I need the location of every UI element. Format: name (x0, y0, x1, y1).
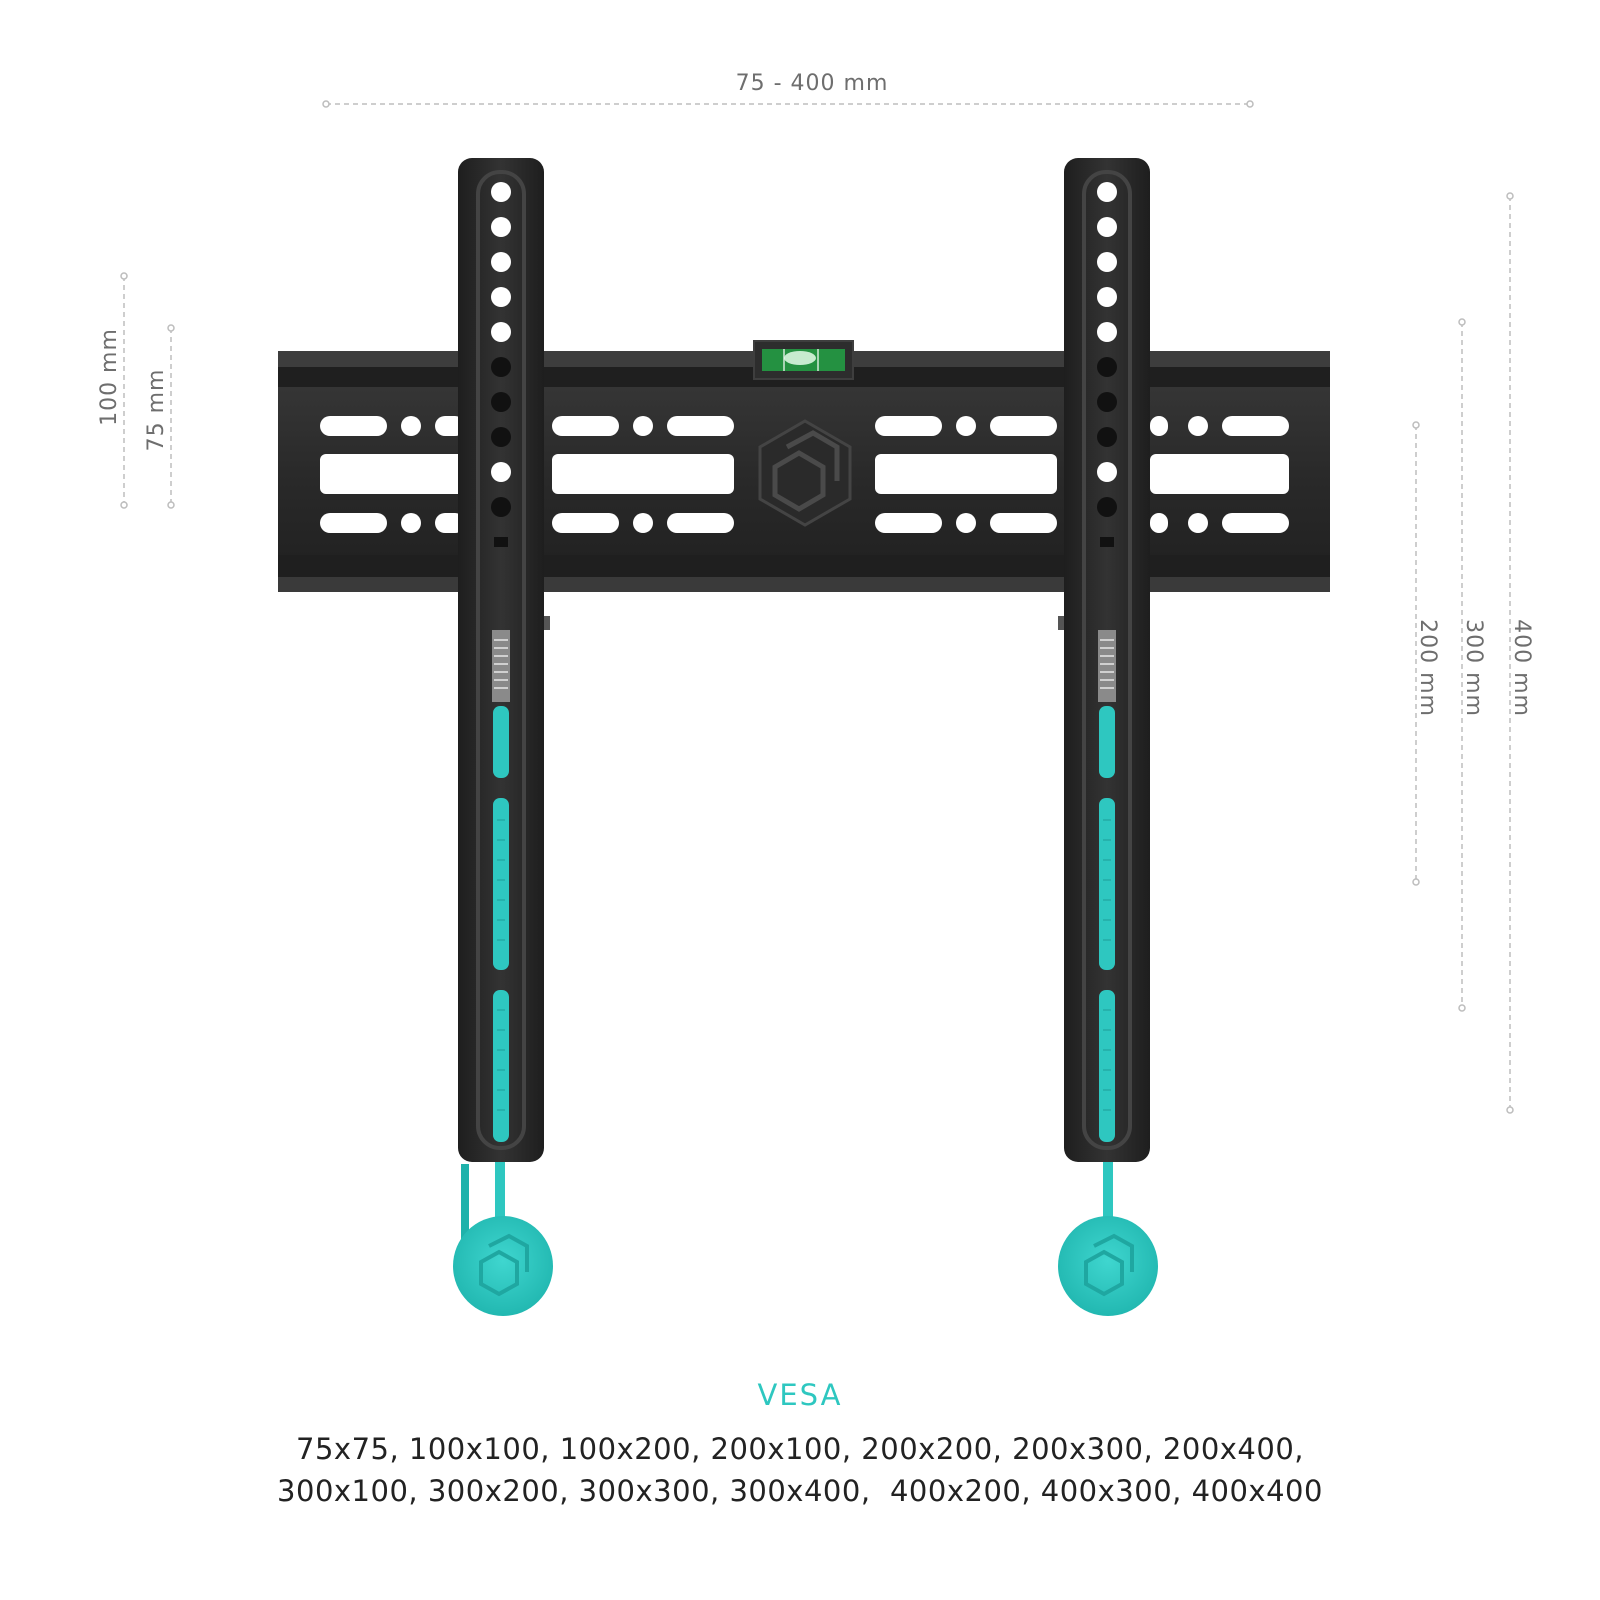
right-vertical-arm (1058, 158, 1150, 1225)
dimension-right-c (1506, 192, 1514, 1114)
safety-knob-icon[interactable] (453, 1216, 553, 1316)
dimension-right-a-label: 200 mm (1415, 619, 1440, 717)
vesa-sizes-line-2: 300x100, 300x200, 300x300, 300x400, 400x… (277, 1474, 1323, 1508)
vesa-title: VESA (757, 1378, 843, 1412)
bubble-level-icon (753, 340, 854, 380)
left-vertical-arm (458, 158, 550, 1280)
dimension-right-c-label: 400 mm (1509, 619, 1534, 717)
dimension-right-a (1412, 421, 1420, 886)
dimension-horizontal (322, 100, 1254, 108)
safety-knob-icon[interactable] (1058, 1216, 1158, 1316)
dimension-left-outer-label: 100 mm (97, 328, 122, 426)
dimension-right-b-label: 300 mm (1461, 619, 1486, 717)
dimension-left-inner (167, 324, 175, 509)
dimension-right-b (1458, 318, 1466, 1012)
dimension-horizontal-label: 75 - 400 mm (736, 71, 889, 96)
dimension-left-outer (120, 272, 128, 509)
vesa-sizes-line-1: 75x75, 100x100, 100x200, 200x100, 200x20… (296, 1432, 1304, 1466)
dimension-left-inner-label: 75 mm (144, 369, 169, 452)
brand-logo-icon (758, 419, 852, 527)
